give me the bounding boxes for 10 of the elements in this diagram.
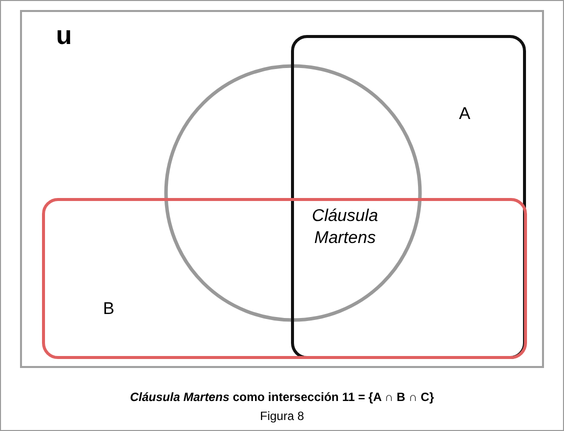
- set-letter: A: [459, 104, 470, 124]
- set-rectangle: [42, 198, 527, 359]
- set-rectangle: [291, 35, 526, 359]
- figure-number: Figura 8: [258, 408, 306, 425]
- figure-caption: Cláusula Martens como intersección 11 = {A ∩ B ∩ C}: [129, 390, 435, 404]
- set-letter: B: [103, 299, 114, 319]
- set-circle: [164, 64, 422, 322]
- set-letter: u: [56, 20, 72, 51]
- intersection-label: Cláusula Martens: [310, 205, 380, 249]
- universe-box: [20, 10, 544, 368]
